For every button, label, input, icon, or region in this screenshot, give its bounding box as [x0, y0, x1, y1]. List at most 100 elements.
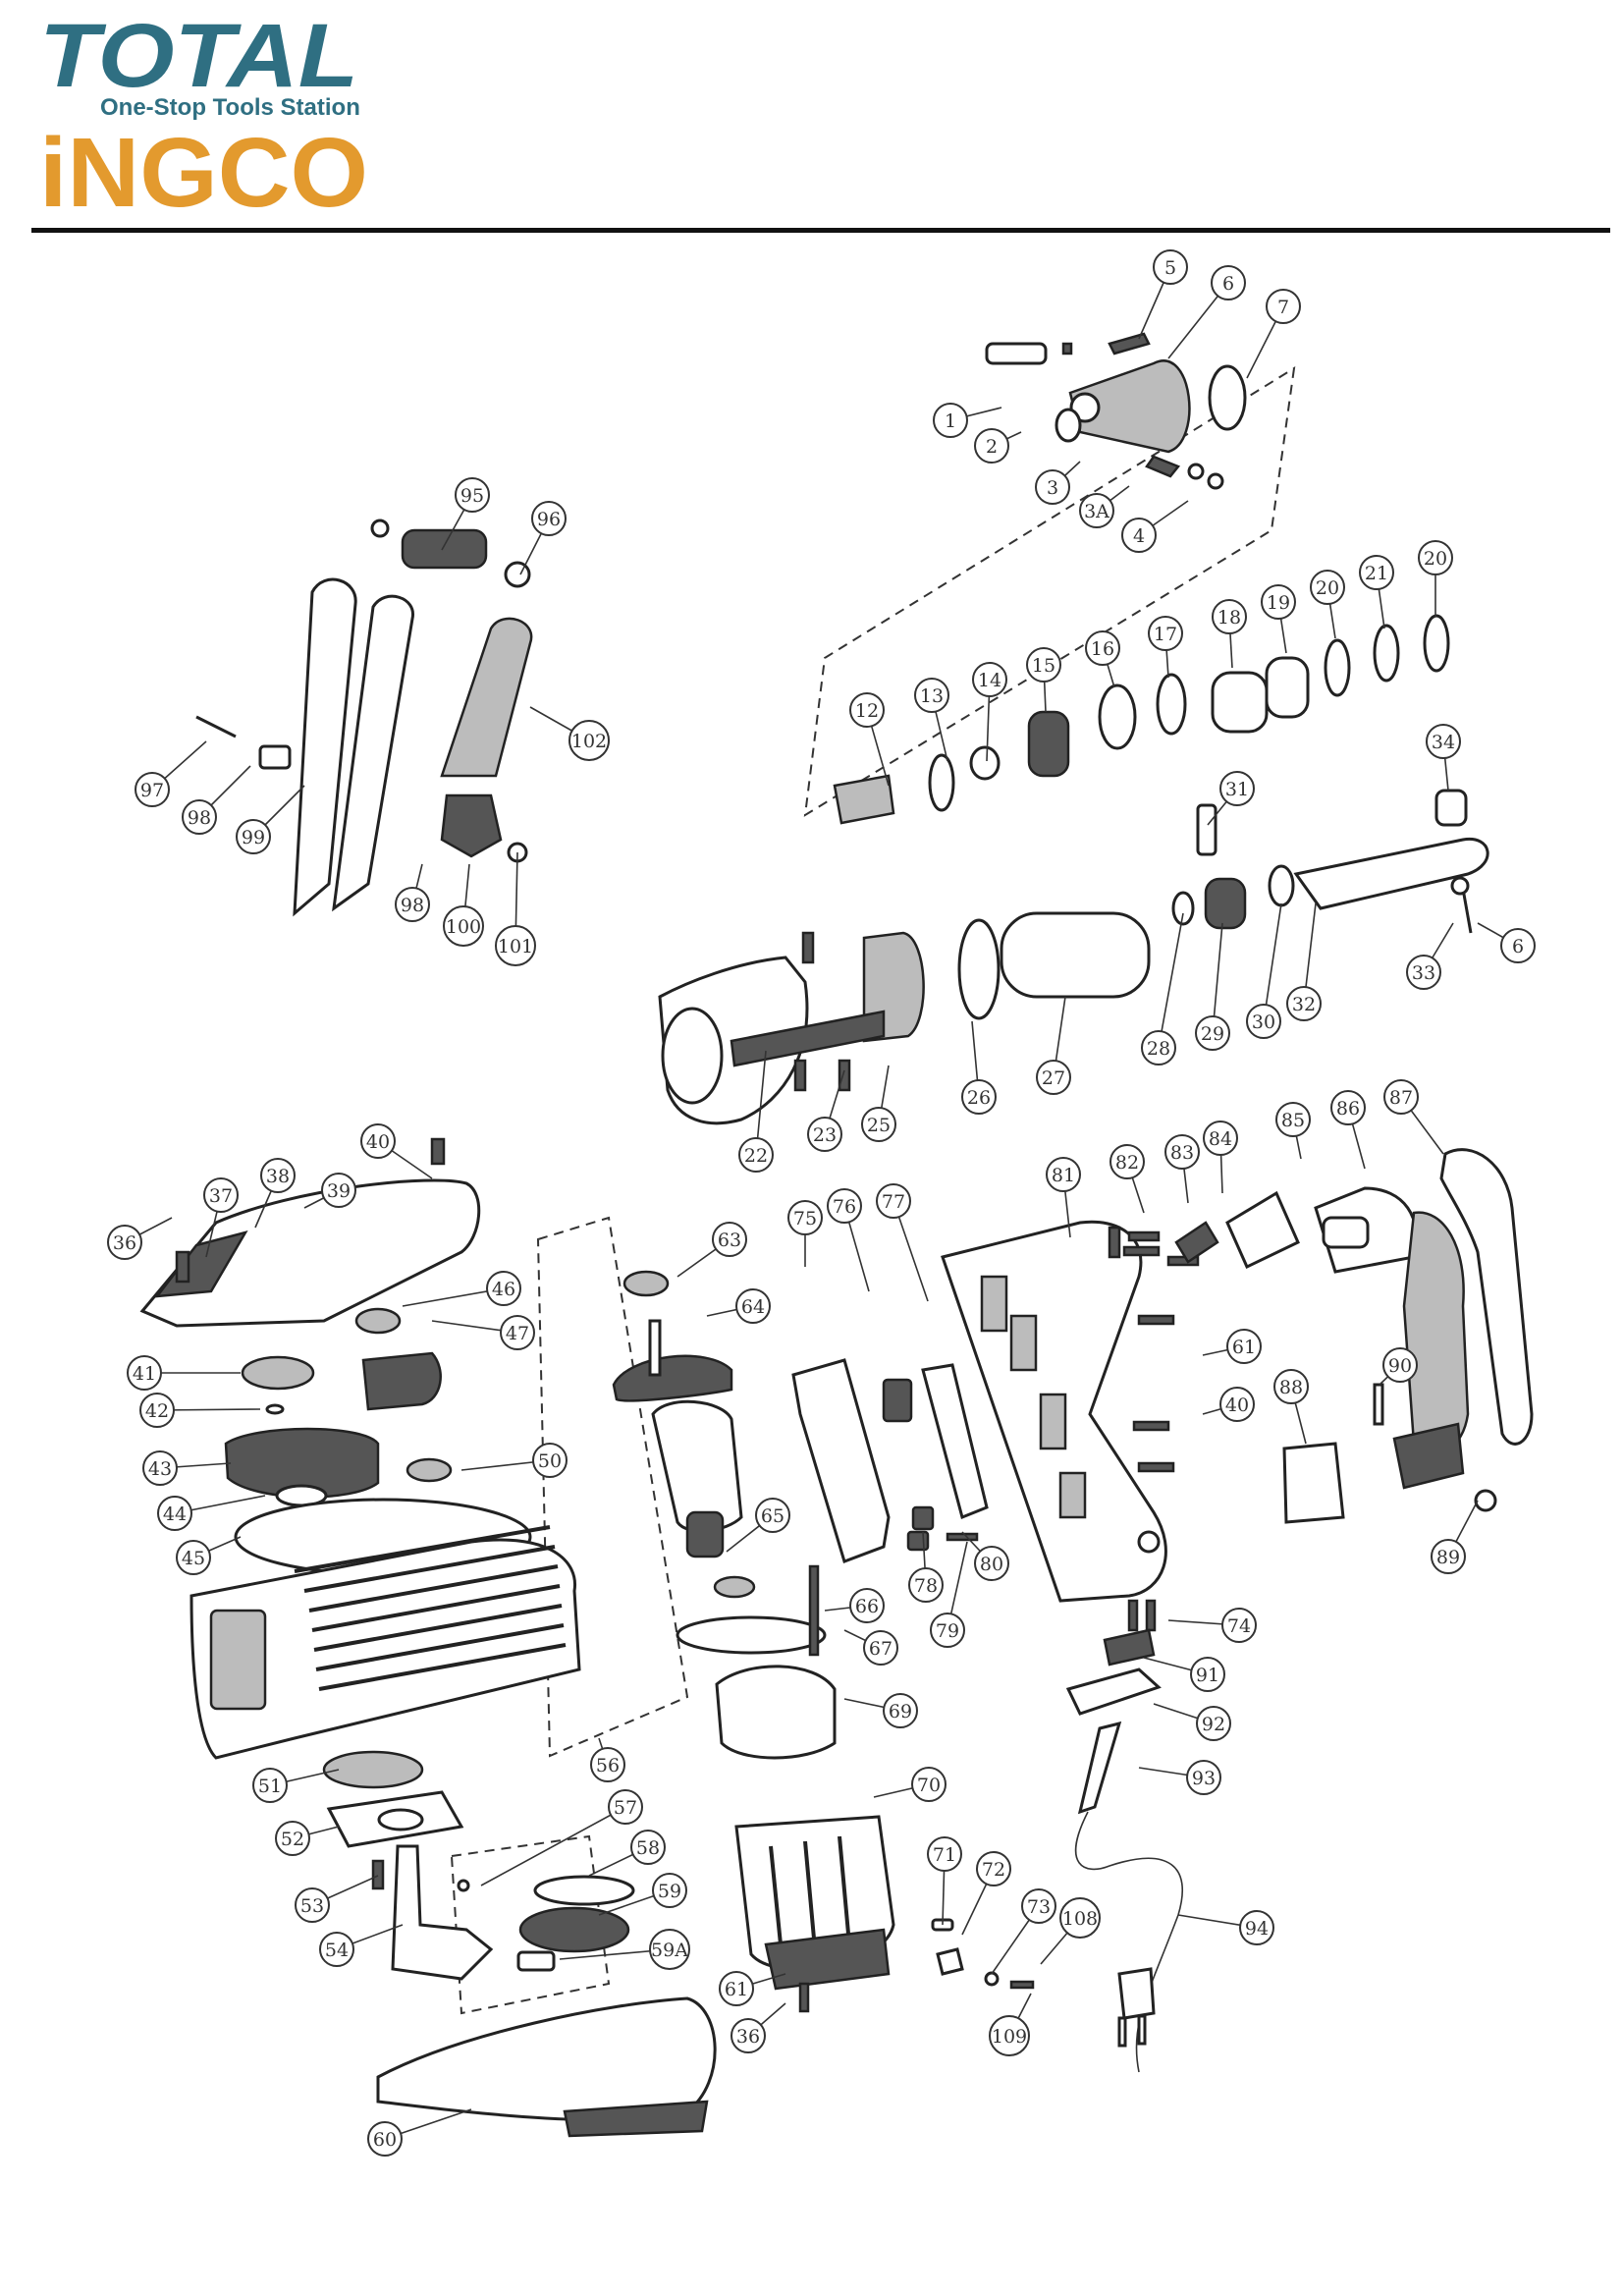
callout-number: 75: [793, 1208, 817, 1230]
callout-circle: [1026, 647, 1061, 683]
callout-circle: [630, 1830, 666, 1865]
part-callout-89: 89: [1431, 1539, 1466, 1574]
part-callout-56: 56: [590, 1747, 625, 1782]
part-callout-59: 59: [652, 1873, 687, 1908]
part-callout-2: 2: [974, 428, 1009, 464]
callout-number: 17: [1154, 624, 1177, 645]
callout-circle: [1109, 1144, 1145, 1179]
callout-number: 6: [1512, 936, 1524, 957]
part-callout-1: 1: [933, 403, 968, 438]
callout-number: 69: [889, 1701, 912, 1722]
part-callout-40: 40: [1219, 1387, 1255, 1422]
callout-circle: [1196, 1706, 1231, 1741]
callout-number: 23: [813, 1124, 837, 1146]
callout-number: 18: [1217, 607, 1241, 629]
part-callout-34: 34: [1426, 724, 1461, 759]
callout-number: 70: [917, 1775, 941, 1796]
callout-circle: [1500, 928, 1536, 963]
part-callout-57: 57: [608, 1789, 643, 1825]
callout-circle: [532, 1443, 568, 1478]
callout-circle: [395, 887, 430, 922]
barrel-internal-parts: [833, 614, 1489, 1020]
callout-circle: [1426, 724, 1461, 759]
part-callout-78: 78: [908, 1567, 944, 1603]
callout-leader-line: [1158, 912, 1184, 1049]
part-callout-28: 28: [1141, 1030, 1176, 1066]
callout-circle: [495, 925, 536, 966]
part-callout-3: 3: [1035, 469, 1070, 505]
part-callout-101: 101: [495, 925, 536, 966]
part-callout-53: 53: [295, 1887, 330, 1923]
callout-circle: [883, 1693, 918, 1728]
armature-and-field: [612, 1270, 1035, 2013]
callout-circle: [1275, 1102, 1311, 1137]
part-callout-15: 15: [1026, 647, 1061, 683]
callout-number: 20: [1424, 548, 1447, 570]
part-callout-22: 22: [738, 1137, 774, 1173]
callout-number: 80: [980, 1554, 1003, 1575]
callout-circle: [1246, 1004, 1281, 1039]
callout-number: 83: [1170, 1142, 1194, 1164]
callout-number: 61: [1232, 1337, 1256, 1358]
callout-circle: [203, 1177, 239, 1213]
callout-number: 39: [327, 1180, 351, 1202]
callout-circle: [1266, 289, 1301, 324]
callout-number: 86: [1336, 1098, 1360, 1120]
callout-circle: [1406, 955, 1441, 990]
part-callout-40: 40: [360, 1123, 396, 1159]
callout-number: 98: [401, 895, 424, 916]
callout-circle: [1036, 1060, 1071, 1095]
part-callout-47: 47: [500, 1315, 535, 1350]
callout-circle: [827, 1188, 862, 1224]
callout-number: 1: [945, 410, 956, 432]
callout-circle: [1273, 1369, 1309, 1404]
part-callout-94: 94: [1239, 1910, 1274, 1945]
callout-circle: [1211, 265, 1246, 301]
callout-circle: [933, 403, 968, 438]
callout-circle: [735, 1288, 771, 1324]
callout-circle: [1035, 469, 1070, 505]
callout-circle: [568, 720, 610, 761]
part-callout-75: 75: [787, 1200, 823, 1235]
callout-number: 79: [936, 1620, 959, 1642]
callout-number: 58: [636, 1837, 660, 1859]
callout-number: 72: [982, 1859, 1005, 1881]
part-callout-4: 4: [1121, 518, 1157, 553]
callout-number: 32: [1292, 994, 1316, 1015]
callout-circle: [649, 1929, 690, 1970]
part-callout-90: 90: [1382, 1347, 1418, 1383]
part-callout-83: 83: [1164, 1134, 1200, 1170]
callout-number: 42: [145, 1400, 169, 1422]
callout-circle: [1153, 249, 1188, 285]
part-callout-91: 91: [1190, 1657, 1225, 1692]
callout-number: 71: [933, 1844, 956, 1866]
callout-circle: [652, 1873, 687, 1908]
callout-number: 90: [1388, 1355, 1412, 1377]
part-callout-102: 102: [568, 720, 610, 761]
callout-number: 2: [986, 436, 998, 458]
callout-circle: [1226, 1329, 1262, 1364]
callout-number: 56: [596, 1755, 620, 1777]
callout-number: 109: [992, 2026, 1027, 2048]
part-callout-61: 61: [719, 1971, 754, 2006]
part-callout-52: 52: [275, 1821, 310, 1856]
callout-circle: [319, 1932, 354, 1967]
part-callout-64: 64: [735, 1288, 771, 1324]
part-callout-84: 84: [1203, 1121, 1238, 1156]
callout-circle: [976, 1851, 1011, 1886]
part-callout-98: 98: [182, 799, 217, 835]
callout-number: 38: [266, 1166, 290, 1187]
part-callout-45: 45: [176, 1540, 211, 1575]
part-callout-86: 86: [1330, 1090, 1366, 1125]
part-callout-26: 26: [961, 1079, 997, 1115]
callout-number: 34: [1432, 732, 1455, 753]
callout-circle: [1021, 1888, 1056, 1924]
part-callout-85: 85: [1275, 1102, 1311, 1137]
callout-circle: [876, 1183, 911, 1219]
callout-circle: [974, 428, 1009, 464]
part-callout-36: 36: [107, 1225, 142, 1260]
callout-circle: [1085, 630, 1120, 666]
callout-number: 44: [163, 1503, 187, 1525]
callout-number: 51: [258, 1776, 282, 1797]
part-callout-109: 109: [989, 2015, 1030, 2056]
